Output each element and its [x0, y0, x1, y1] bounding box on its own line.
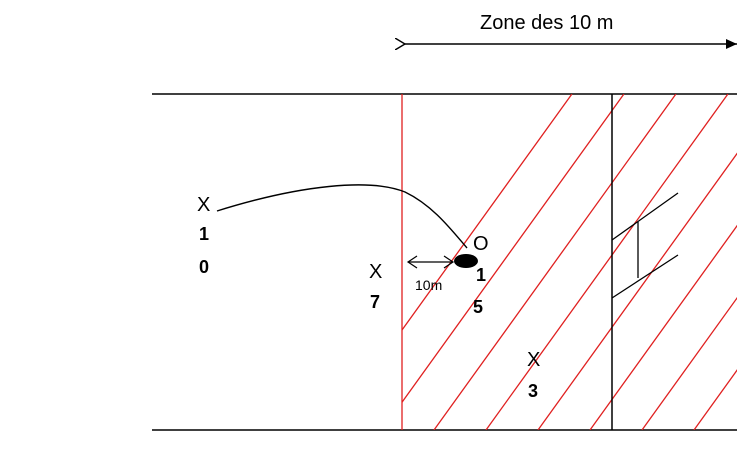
- player-10: X 1 0: [197, 194, 210, 277]
- hatch-line: [693, 369, 737, 430]
- distance-label: 10m: [415, 277, 442, 293]
- hatch-line: [402, 94, 625, 404]
- player-15-digit-2: 5: [473, 297, 483, 317]
- kick-trajectory: [216, 184, 468, 249]
- distance-arrow-right-head: [443, 255, 455, 269]
- player-3-mark: X: [527, 349, 540, 371]
- hatch-line: [537, 152, 737, 430]
- player-7: X 7: [369, 261, 382, 312]
- player-7-digit-1: 7: [370, 292, 380, 312]
- zone-hatching: [402, 94, 737, 430]
- player-15-mark: O: [473, 233, 489, 255]
- player-10-digit-1: 1: [199, 224, 209, 244]
- hatch-line: [641, 296, 737, 430]
- player-3-digit-1: 3: [528, 381, 538, 401]
- player-15: O 1 5: [473, 233, 489, 317]
- post-mark: [611, 192, 679, 299]
- player-10-mark: X: [197, 194, 210, 216]
- hatch-line: [485, 94, 729, 430]
- hatch-line: [589, 224, 737, 430]
- hatch-line: [433, 94, 677, 430]
- player-7-mark: X: [369, 261, 382, 283]
- distance-arrow-left-head: [406, 255, 418, 269]
- zone-title: Zone des 10 m: [480, 12, 613, 34]
- ball: [454, 254, 478, 268]
- player-10-digit-2: 0: [199, 257, 209, 277]
- player-3: X 3: [527, 349, 540, 401]
- player-15-digit-1: 1: [476, 265, 486, 285]
